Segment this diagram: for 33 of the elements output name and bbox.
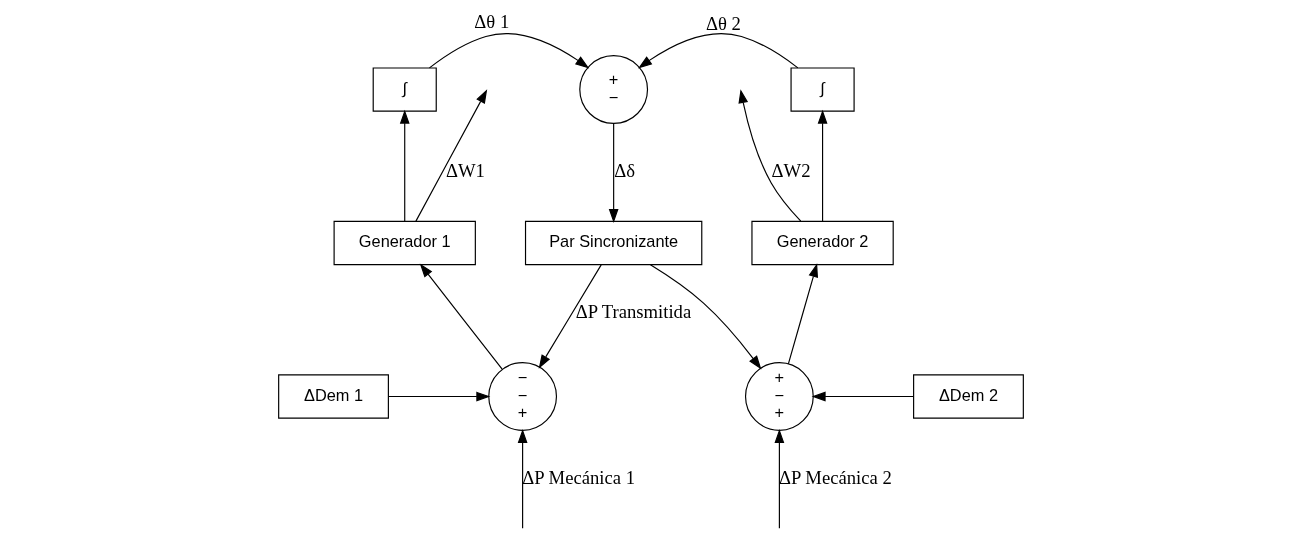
- node-circle: + −: [579, 55, 649, 124]
- arrow: [399, 109, 410, 222]
- arrow: [517, 428, 528, 529]
- arrow: [419, 263, 503, 370]
- edge-label: ΔP Transmitida: [575, 301, 692, 323]
- arrow: [428, 33, 590, 69]
- node-box: Generador 1: [333, 220, 476, 266]
- arrow: [774, 428, 785, 529]
- node-circle: + − +: [744, 362, 814, 431]
- node-box: ∫: [790, 67, 855, 112]
- arrow: [638, 33, 799, 69]
- node-circle: − − +: [488, 362, 558, 431]
- node-box: ∫: [372, 67, 437, 112]
- edge-label: Δθ 2: [705, 13, 741, 35]
- edge-label: Δδ: [614, 159, 636, 181]
- arrow: [608, 122, 619, 223]
- node-box: Par Sincronizante: [524, 220, 703, 266]
- arrow: [738, 89, 802, 222]
- node-box: ΔDem 1: [278, 374, 389, 419]
- edge-label: ΔP Mecánica 1: [522, 466, 636, 488]
- arrow: [649, 264, 762, 370]
- arrow: [787, 263, 818, 365]
- node-box: Generador 2: [751, 220, 894, 266]
- edge-label: Δθ 1: [474, 10, 510, 32]
- edge-label: ΔP Mecánica 2: [778, 466, 892, 488]
- node-box: ΔDem 2: [913, 374, 1024, 419]
- arrow: [817, 109, 828, 222]
- arrow: [538, 264, 602, 369]
- arrow: [415, 89, 488, 222]
- arrow: [811, 391, 914, 402]
- edge-label: ΔW2: [771, 159, 811, 181]
- arrow: [387, 391, 491, 402]
- edge-label: ΔW1: [445, 159, 485, 181]
